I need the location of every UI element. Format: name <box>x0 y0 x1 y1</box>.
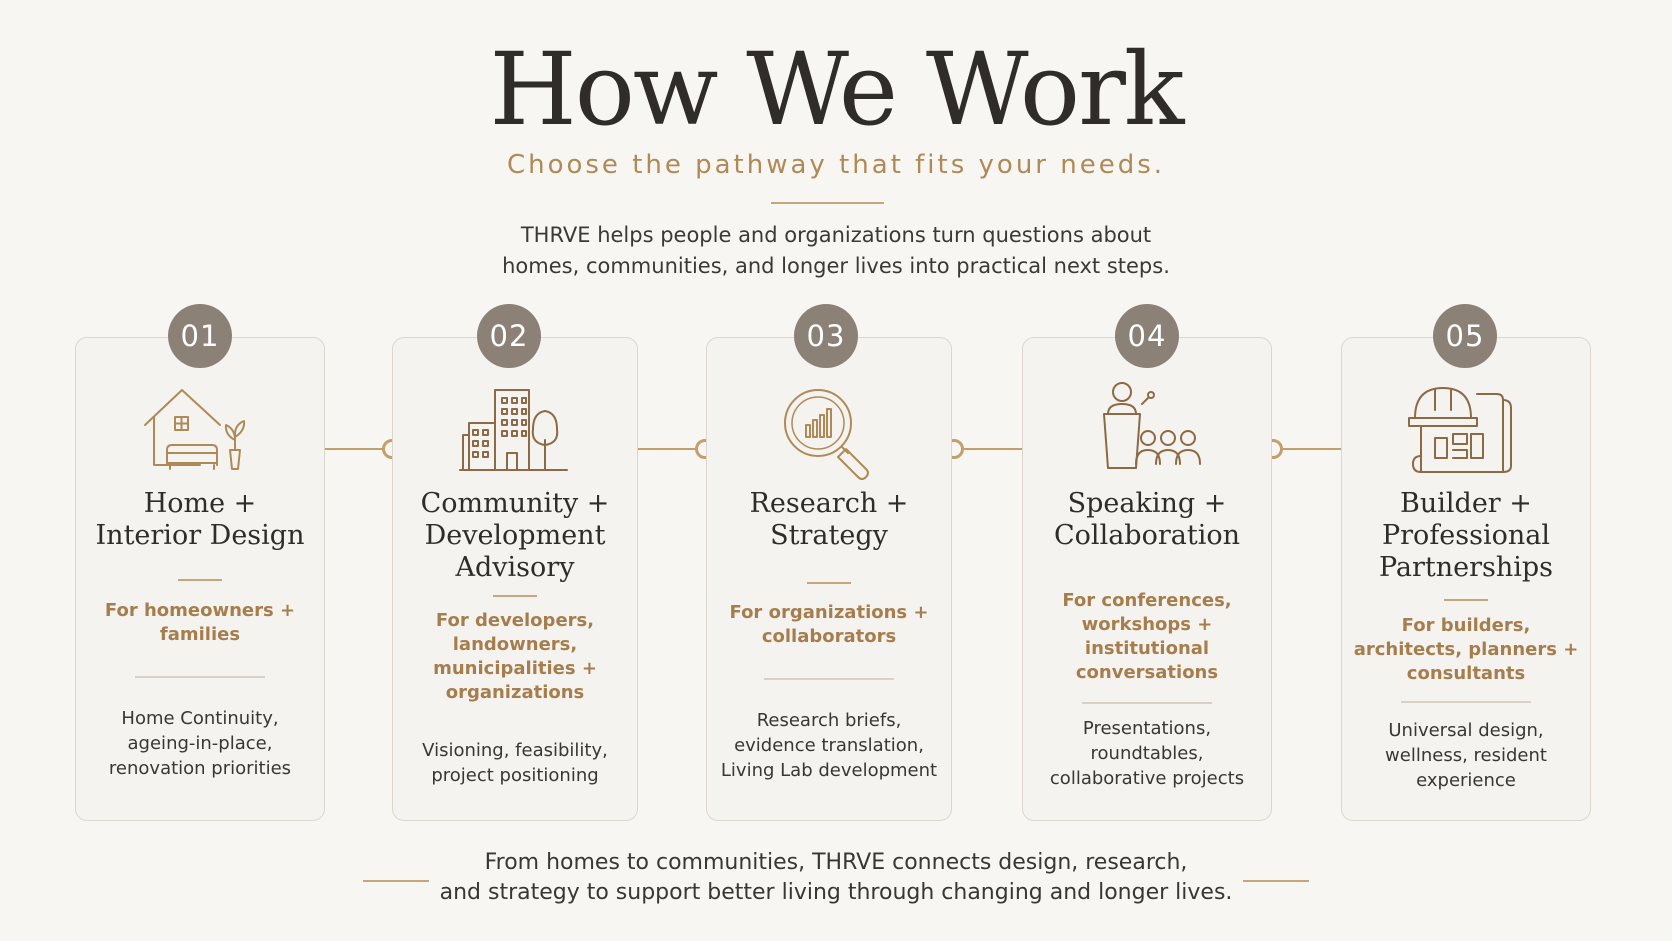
divider <box>764 678 894 680</box>
house-interior-icon <box>140 385 260 485</box>
footer-text: From homes to communities, THRVE connect… <box>336 848 1336 908</box>
card-audience: For developers, landowners, municipaliti… <box>433 610 597 703</box>
footer-rule-right <box>1243 880 1309 882</box>
card-title: Home + Interior Design <box>95 488 305 551</box>
title-underline <box>1444 599 1488 601</box>
connector-line <box>1272 448 1342 450</box>
step-number-badge: 01 <box>168 304 232 368</box>
intro-line: homes, communities, and longer lives int… <box>502 254 1170 278</box>
card-services: Research briefs, evidence translation, L… <box>720 710 938 781</box>
card-services: Visioning, feasibility, project position… <box>422 740 608 786</box>
pathway-card-research[interactable] <box>706 337 952 821</box>
hardhat-blueprint-icon <box>1405 380 1525 480</box>
title-underline <box>493 595 537 597</box>
intro-line: THRVE helps people and organizations tur… <box>520 223 1152 247</box>
divider <box>1082 702 1212 704</box>
magnifier-chart-icon <box>770 385 890 485</box>
footer-rule-left <box>363 880 429 882</box>
footer-line: and strategy to support better living th… <box>439 880 1233 905</box>
page-subtitle: Choose the pathway that fits your needs. <box>506 150 1166 180</box>
title-divider <box>771 202 884 204</box>
card-audience: For homeowners + families <box>104 600 296 645</box>
step-number-badge: 03 <box>794 304 858 368</box>
connector-line <box>324 448 392 450</box>
footer-line: From homes to communities, THRVE connect… <box>484 850 1188 875</box>
card-audience: For organizations + collaborators <box>729 602 929 647</box>
card-title: Builder + Professional Partnerships <box>1378 488 1554 583</box>
page-title: How We Work <box>489 31 1185 148</box>
card-services: Home Continuity, ageing-in-place, renova… <box>108 708 292 779</box>
connector-line <box>950 448 1022 450</box>
card-services: Presentations, roundtables, collaborativ… <box>1049 718 1245 789</box>
intro-text: THRVE helps people and organizations tur… <box>336 220 1336 282</box>
buildings-icon <box>455 385 575 485</box>
card-title: Speaking + Collaboration <box>1054 488 1240 551</box>
card-services: Universal design, wellness, resident exp… <box>1385 720 1547 791</box>
divider <box>1401 701 1531 703</box>
pathway-card-speaking[interactable] <box>1022 337 1272 821</box>
card-title: Research + Strategy <box>749 488 909 551</box>
title-underline <box>178 579 222 581</box>
card-audience: For builders, architects, planners + con… <box>1353 615 1579 684</box>
connector-line <box>638 448 706 450</box>
step-number-badge: 05 <box>1433 304 1497 368</box>
step-number-badge: 04 <box>1115 304 1179 368</box>
card-audience: For conferences, workshops + institution… <box>1062 590 1232 683</box>
divider <box>135 676 265 678</box>
title-underline <box>807 582 851 584</box>
speaker-audience-icon <box>1090 380 1210 480</box>
card-title: Community + Development Advisory <box>420 488 610 583</box>
step-number-badge: 02 <box>477 304 541 368</box>
pathway-card-community[interactable] <box>392 337 638 821</box>
